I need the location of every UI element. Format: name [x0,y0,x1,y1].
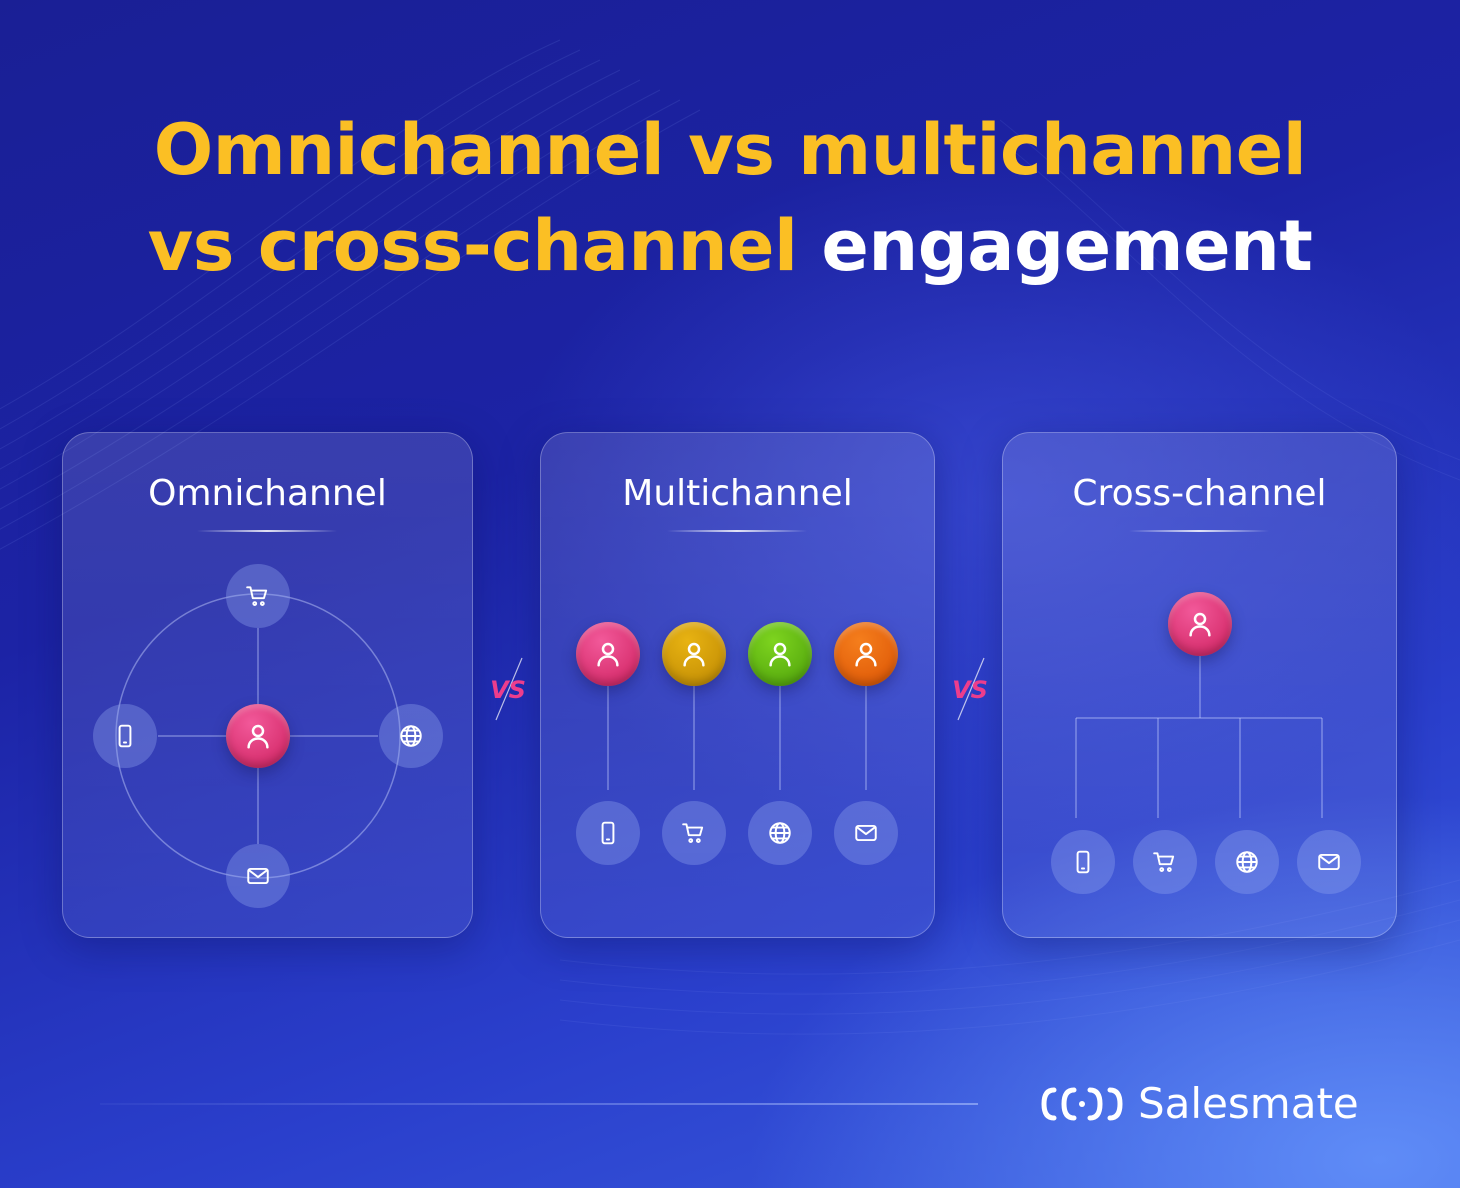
customer-avatar-3 [748,622,812,686]
globe-icon [379,704,443,768]
multichannel-title-underline [667,530,807,532]
title-line1: Omnichannel vs multichannel [153,109,1307,191]
multichannel-title: Multichannel [622,473,853,514]
brand-name: Salesmate [1138,1079,1359,1128]
customer-avatar-omnichannel [226,704,290,768]
customer-avatar-2 [662,622,726,686]
vs-label-2: VS [952,676,988,704]
globe-icon [1215,830,1279,894]
mobile-icon [576,801,640,865]
vs-label-1: VS [490,676,526,704]
cross-channel-title: Cross-channel [1072,473,1327,514]
omnichannel-panel [62,432,473,938]
customer-avatar-cross-channel [1168,592,1232,656]
mobile-icon [93,704,157,768]
title-line2-highlight: vs cross-channel [147,205,798,287]
cross-channel-title-underline [1129,530,1269,532]
salesmate-logo-icon [1041,1087,1123,1121]
globe-icon [748,801,812,865]
omnichannel-title: Omnichannel [148,473,387,514]
omnichannel-title-underline [197,530,337,532]
cart-icon [662,801,726,865]
footer-divider [100,1103,978,1105]
cart-icon [1133,830,1197,894]
customer-avatar-4 [834,622,898,686]
cross-channel-panel [1002,432,1397,938]
vs-separator-1: VS [490,657,526,721]
brand: Salesmate [1040,1078,1359,1130]
page-title: Omnichannel vs multichannel vs cross-cha… [0,102,1460,294]
mail-icon [834,801,898,865]
title-line2-rest: engagement [821,205,1313,287]
mail-icon [226,844,290,908]
mobile-icon [1051,830,1115,894]
cart-icon [226,564,290,628]
customer-avatar-1 [576,622,640,686]
mail-icon [1297,830,1361,894]
vs-separator-2: VS [952,657,988,721]
